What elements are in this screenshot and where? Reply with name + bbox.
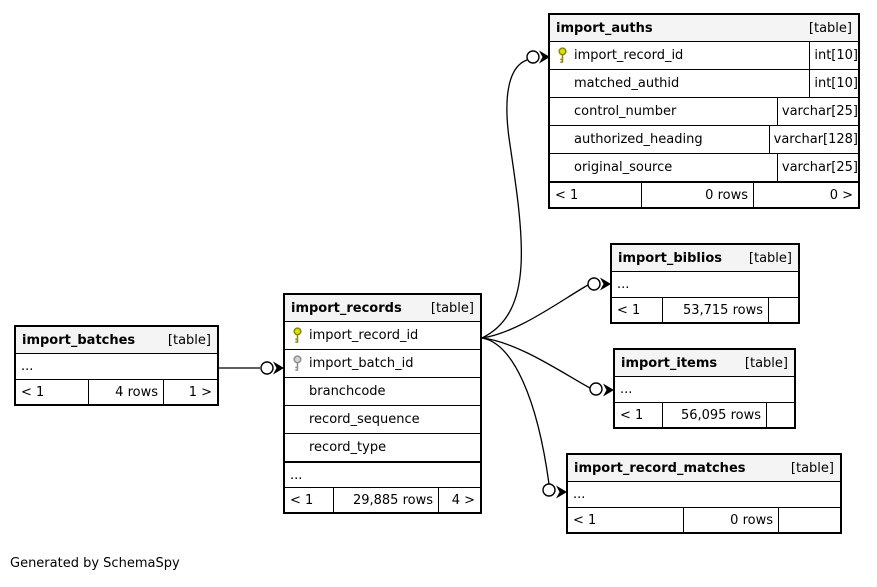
primary-key-icon — [550, 47, 574, 64]
table-row: import_record_id — [285, 322, 480, 350]
relationship-records-matches — [481, 337, 550, 485]
table-title: import_biblios — [618, 250, 723, 266]
table-footer: < 1 29,885 rows 4 > — [285, 487, 480, 512]
relationship-records-items — [481, 337, 591, 389]
footer-row-count: 53,715 rows — [662, 298, 768, 322]
table-footer: < 1 4 rows 1 > — [16, 379, 217, 404]
generated-by-note: Generated by SchemaSpy — [10, 556, 180, 571]
footer-children — [766, 403, 794, 427]
table-header[interactable]: import_auths [table] — [550, 15, 858, 42]
column-type: int[10] — [814, 48, 858, 63]
table-footer: < 1 0 rows 0 > — [550, 182, 858, 207]
table-import-auths[interactable]: import_auths [table] import_record_id in… — [548, 13, 860, 209]
footer-parents: < 1 — [573, 512, 597, 528]
column-type: varchar[128] — [773, 132, 858, 147]
footer-row-count: 56,095 rows — [662, 403, 766, 427]
table-row: branchcode — [285, 378, 480, 406]
table-title: import_records — [291, 300, 402, 316]
footer-children: 4 > — [438, 488, 480, 512]
footer-parents: < 1 — [555, 187, 579, 203]
footer-children: 0 > — [753, 183, 858, 207]
collapsed-columns-row: ... — [573, 487, 586, 502]
table-header[interactable]: import_items [table] — [615, 350, 794, 377]
table-row: control_number varchar[25] — [550, 98, 858, 126]
zero-or-one-connector — [526, 50, 540, 64]
table-import-batches[interactable]: import_batches [table] ... < 1 4 rows 1 … — [14, 325, 219, 406]
column-name: import_batch_id — [309, 356, 414, 371]
table-type-badge: [table] — [430, 300, 474, 316]
column-name: import_record_id — [309, 328, 419, 343]
table-title: import_auths — [556, 20, 653, 36]
footer-children — [778, 508, 840, 532]
column-type: varchar[25] — [781, 104, 858, 119]
footer-row-count: 29,885 rows — [333, 488, 438, 512]
table-import-items[interactable]: import_items [table] ... < 1 56,095 rows — [613, 348, 796, 429]
table-row: matched_authid int[10] — [550, 70, 858, 98]
table-row: import_batch_id — [285, 350, 480, 378]
table-row: record_sequence — [285, 406, 480, 434]
column-name: control_number — [574, 104, 677, 119]
footer-children: 1 > — [163, 380, 217, 404]
table-header[interactable]: import_records [table] — [285, 295, 480, 322]
collapsed-columns-row: ... — [620, 382, 633, 397]
table-footer: < 1 56,095 rows — [615, 402, 794, 427]
column-name: original_source — [574, 160, 673, 175]
footer-parents: < 1 — [290, 492, 314, 508]
table-title: import_batches — [22, 332, 136, 348]
collapsed-columns-row: ... — [617, 277, 630, 292]
table-footer: < 1 0 rows — [568, 507, 840, 532]
zero-or-one-connector — [589, 382, 603, 396]
column-type: int[10] — [814, 76, 858, 91]
column-name: record_type — [309, 440, 387, 455]
footer-row-count: 0 rows — [683, 508, 778, 532]
footer-parents: < 1 — [620, 407, 644, 423]
column-type: varchar[25] — [781, 160, 858, 175]
relationship-records-auths — [481, 59, 528, 339]
footer-row-count: 0 rows — [641, 183, 753, 207]
column-name: record_sequence — [309, 412, 420, 427]
table-import-biblios[interactable]: import_biblios [table] ... < 1 53,715 ro… — [610, 243, 800, 324]
footer-parents: < 1 — [21, 384, 45, 400]
column-name: branchcode — [309, 384, 386, 399]
column-name: matched_authid — [574, 76, 680, 91]
foreign-key-icon — [285, 355, 309, 372]
column-name: import_record_id — [574, 48, 684, 63]
table-type-badge: [table] — [748, 250, 792, 266]
table-type-badge: [table] — [808, 20, 852, 36]
table-footer: < 1 53,715 rows — [612, 297, 798, 322]
table-row: original_source varchar[25] — [550, 154, 858, 182]
table-import-records[interactable]: import_records [table] import_record_id … — [283, 293, 482, 514]
collapsed-columns-row: ... — [21, 359, 34, 374]
zero-or-one-connector — [260, 361, 274, 375]
table-header[interactable]: import_record_matches [table] — [568, 455, 840, 482]
table-type-badge: [table] — [744, 355, 788, 371]
table-type-badge: [table] — [790, 460, 834, 476]
footer-children — [768, 298, 798, 322]
table-header[interactable]: import_batches [table] — [16, 327, 217, 354]
table-row: import_record_id int[10] — [550, 42, 858, 70]
table-import-record-matches[interactable]: import_record_matches [table] ... < 1 0 … — [566, 453, 842, 534]
footer-row-count: 4 rows — [88, 380, 163, 404]
zero-or-one-connector — [542, 483, 556, 497]
table-header[interactable]: import_biblios [table] — [612, 245, 798, 272]
table-title: import_items — [621, 355, 718, 371]
collapsed-columns-row: ... — [285, 462, 480, 487]
table-title: import_record_matches — [574, 460, 746, 476]
zero-or-one-connector — [587, 277, 601, 291]
primary-key-icon — [285, 327, 309, 344]
column-name: authorized_heading — [574, 132, 703, 147]
table-row: record_type — [285, 434, 480, 462]
footer-parents: < 1 — [617, 302, 641, 318]
table-type-badge: [table] — [167, 332, 211, 348]
relationship-records-biblios — [481, 284, 589, 339]
table-row: authorized_heading varchar[128] — [550, 126, 858, 154]
